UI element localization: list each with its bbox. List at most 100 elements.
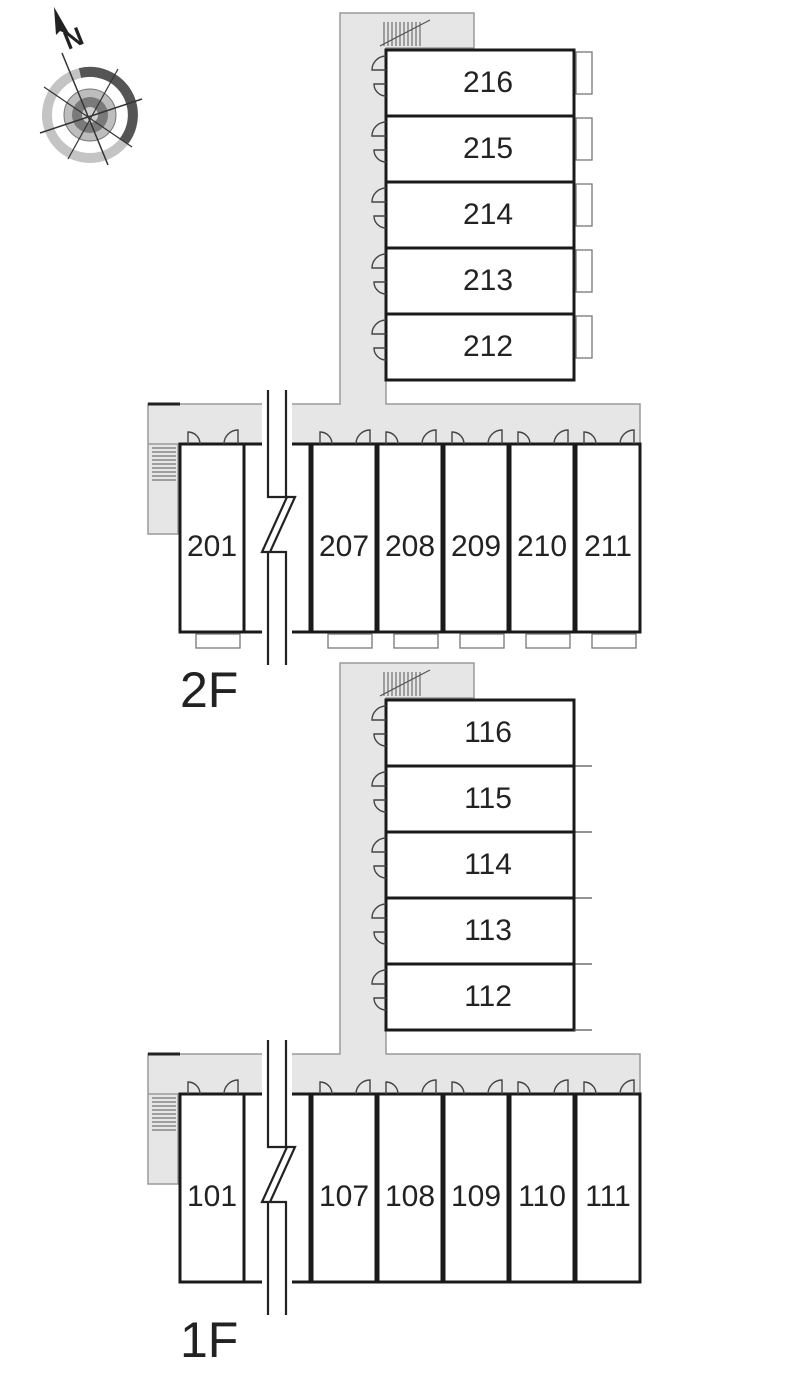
floor-label: 2F [180, 662, 238, 718]
room-number: 211 [584, 530, 632, 563]
room-number: 101 [187, 1180, 237, 1213]
door-icon [385, 1081, 399, 1095]
room-115[interactable]: 115 [384, 764, 576, 834]
room-208[interactable]: 208 [376, 442, 444, 634]
room-number: 114 [464, 848, 512, 881]
north-label: N [59, 21, 88, 56]
room-110[interactable]: 110 [508, 1092, 576, 1284]
room-number: 113 [464, 914, 512, 947]
balcony [575, 249, 593, 293]
room-number: 109 [451, 1180, 501, 1213]
door-icon [451, 1081, 465, 1095]
balcony [575, 51, 593, 95]
door-icon [451, 431, 465, 445]
room-212[interactable]: 212 [384, 312, 576, 382]
door-icon [371, 121, 387, 137]
door-icon [371, 705, 387, 721]
room-101[interactable]: 101 [178, 1092, 246, 1284]
room-number: 201 [187, 530, 237, 563]
room-216[interactable]: 216 [384, 48, 576, 118]
room-number: 207 [319, 530, 369, 563]
door-icon [553, 1079, 569, 1095]
break-line [260, 390, 289, 665]
balcony [575, 183, 593, 227]
door-icon [319, 1081, 333, 1095]
door-icon [223, 429, 239, 445]
stairs-icon [379, 19, 431, 47]
room-112[interactable]: 112 [384, 962, 576, 1032]
room-number: 212 [463, 330, 513, 363]
door-icon [373, 997, 387, 1011]
room-number: 214 [463, 198, 513, 231]
door-icon [373, 281, 387, 295]
room-number: 112 [464, 980, 512, 1013]
room-116[interactable]: 116 [384, 698, 576, 768]
room-214[interactable]: 214 [384, 180, 576, 250]
door-icon [319, 431, 333, 445]
door-icon [371, 55, 387, 71]
door-icon [187, 431, 201, 445]
door-icon [373, 931, 387, 945]
room-213[interactable]: 213 [384, 246, 576, 316]
stairs-icon [148, 1052, 180, 1131]
room-114[interactable]: 114 [384, 830, 576, 900]
door-icon [371, 903, 387, 919]
room-111[interactable]: 111 [574, 1092, 642, 1284]
door-icon [371, 969, 387, 985]
break-line [268, 390, 297, 665]
door-icon [373, 83, 387, 97]
door-icon [517, 431, 531, 445]
room-209[interactable]: 209 [442, 442, 510, 634]
floor-2f: 216 215 214 213 212 201 207 208 209 210 211 2F [147, 12, 642, 718]
room-215[interactable]: 215 [384, 114, 576, 184]
door-icon [487, 1079, 503, 1095]
balcony [327, 633, 373, 649]
room-207[interactable]: 207 [310, 442, 378, 634]
room-number: 111 [585, 1180, 631, 1213]
room-211[interactable]: 211 [574, 442, 642, 634]
break-gap [262, 390, 292, 665]
room-number: 216 [463, 66, 513, 99]
room-number: 115 [464, 782, 512, 815]
door-icon [371, 253, 387, 269]
room-210[interactable]: 210 [508, 442, 576, 634]
break-line [260, 1040, 289, 1315]
balcony [195, 633, 241, 649]
room-number: 215 [463, 132, 513, 165]
room-109[interactable]: 109 [442, 1092, 510, 1284]
room-201[interactable]: 201 [178, 442, 246, 634]
room-number: 210 [517, 530, 567, 563]
door-icon [355, 1079, 371, 1095]
door-icon [385, 431, 399, 445]
room-113[interactable]: 113 [384, 896, 576, 966]
door-icon [517, 1081, 531, 1095]
room-number: 108 [385, 1180, 435, 1213]
walkway [147, 12, 641, 535]
break-gap [262, 1040, 292, 1315]
door-icon [373, 733, 387, 747]
break-line [268, 1040, 297, 1315]
room-107[interactable]: 107 [310, 1092, 378, 1284]
door-icon [619, 1079, 635, 1095]
door-icon [371, 319, 387, 335]
balcony [575, 117, 593, 161]
balcony [575, 315, 593, 359]
door-icon [487, 429, 503, 445]
door-icon [355, 429, 371, 445]
door-icon [421, 429, 437, 445]
balcony [591, 633, 637, 649]
compass: N [39, 7, 143, 166]
floor-label: 1F [180, 1312, 238, 1368]
room-number: 213 [463, 264, 513, 297]
balcony [525, 633, 571, 649]
stairs-icon [379, 669, 431, 697]
room-number: 116 [464, 716, 512, 749]
room-108[interactable]: 108 [376, 1092, 444, 1284]
balcony [459, 633, 505, 649]
room-number: 208 [385, 530, 435, 563]
door-icon [373, 865, 387, 879]
room-number: 209 [451, 530, 501, 563]
door-icon [583, 431, 597, 445]
